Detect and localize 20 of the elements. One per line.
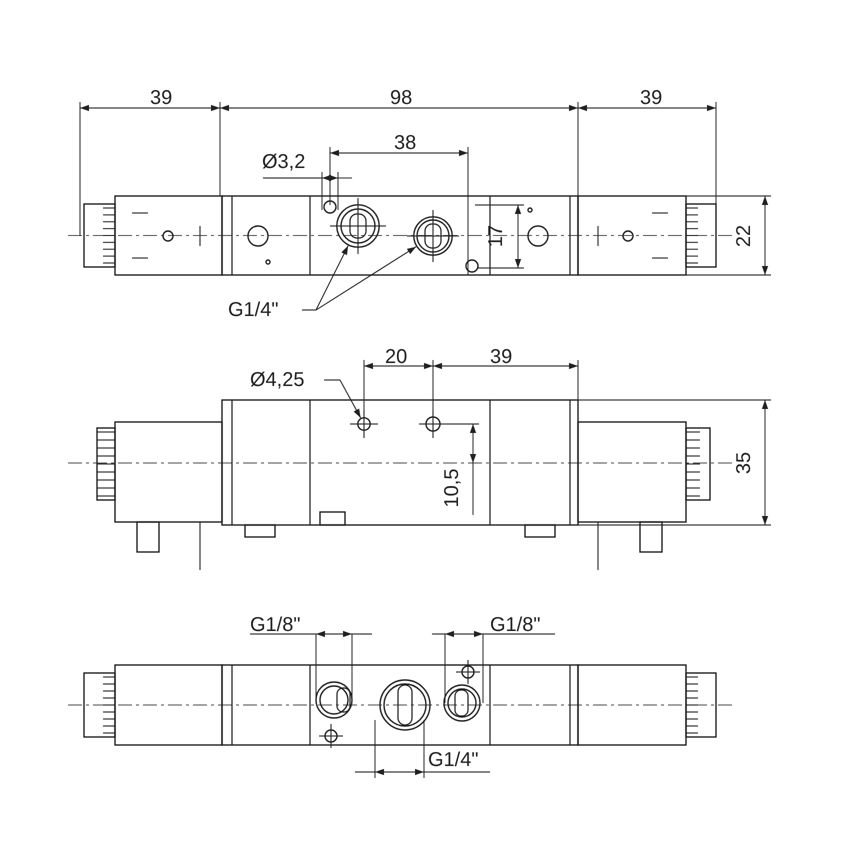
dimension-value: 10,5 xyxy=(440,468,464,508)
port-circle xyxy=(413,216,453,256)
port-circle xyxy=(336,204,380,248)
thread-size-label: G1/8" xyxy=(490,613,540,637)
dimension-value: Ø3,2 xyxy=(262,150,306,174)
dimension-value: 39 xyxy=(150,86,172,110)
mounting-hole xyxy=(357,417,371,431)
leader-line xyxy=(324,380,362,418)
dimension-value: 98 xyxy=(390,86,412,110)
dimension-value: 20 xyxy=(385,345,408,369)
thread-size-label: G1/4" xyxy=(428,748,478,772)
dimension-value: 38 xyxy=(394,131,416,155)
dimension-value: Ø4,25 xyxy=(250,368,304,392)
leader-line xyxy=(302,246,417,310)
dimension-value: 35 xyxy=(732,452,756,474)
thread-size-label: G1/4" xyxy=(228,298,278,322)
dimension-value: 22 xyxy=(732,224,756,248)
dimension-value: 39 xyxy=(490,345,512,369)
thread-size-label: G1/8" xyxy=(250,613,300,637)
dimension-value: 39 xyxy=(640,86,662,110)
